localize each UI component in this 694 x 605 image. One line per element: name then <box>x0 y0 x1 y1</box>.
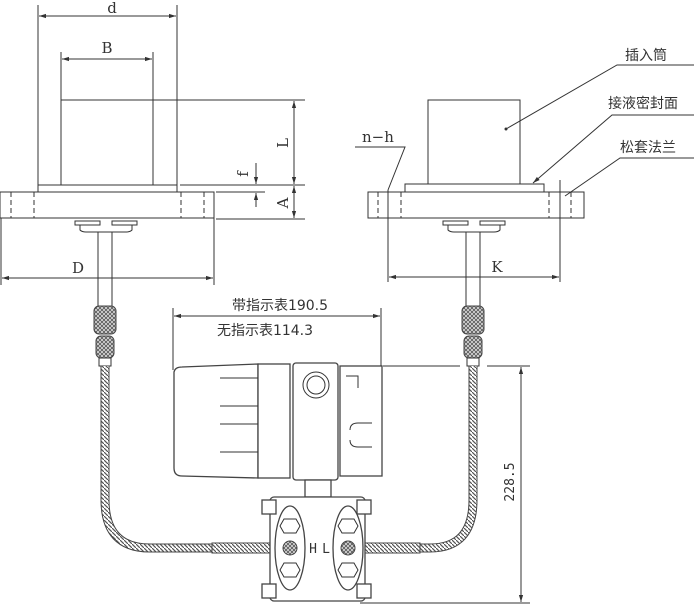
bottom-fitting <box>442 220 506 233</box>
seal-face <box>404 183 545 193</box>
front-cover <box>173 363 259 479</box>
insert-cylinder <box>60 99 154 186</box>
label-insert-tube: 插入筒 <box>625 47 667 64</box>
label-loose-flange: 松套法兰 <box>620 140 676 156</box>
port-low-label: L <box>322 542 330 557</box>
neck <box>304 479 332 498</box>
dim-A-label: A <box>274 197 292 209</box>
flange-plate <box>0 191 215 219</box>
rear-cover <box>339 365 383 477</box>
left-flange-view: d B L f A D <box>0 0 305 285</box>
dim-K-label: K <box>491 258 503 276</box>
label-seal-face: 接液密封面 <box>608 95 678 112</box>
insert-cylinder <box>427 99 521 185</box>
height-dimension: 228.5 <box>503 462 518 501</box>
transmitter-dimensions: 带指示表190.5 无指示表114.3 228.5 <box>172 298 530 604</box>
left-capillary <box>93 231 283 554</box>
port-high-label: H <box>309 542 317 557</box>
dim-L-label: L <box>274 138 292 148</box>
bottom-fitting <box>74 220 138 233</box>
dim-d-label: d <box>107 0 117 17</box>
housing-body <box>292 362 339 481</box>
dim-nh-label: n−h <box>362 128 394 146</box>
raised-face <box>37 184 178 193</box>
dim-f-label: f <box>234 170 252 177</box>
right-flange-view: 插入筒 接液密封面 松套法兰 n−h K <box>355 47 694 282</box>
dim-B-label: B <box>101 39 112 57</box>
dim-D-label: D <box>72 259 84 277</box>
loose-flange <box>367 191 585 219</box>
width-without-indicator: 无指示表114.3 <box>217 323 313 339</box>
width-with-indicator: 带指示表190.5 <box>232 298 328 314</box>
transmitter: H L <box>173 362 383 602</box>
